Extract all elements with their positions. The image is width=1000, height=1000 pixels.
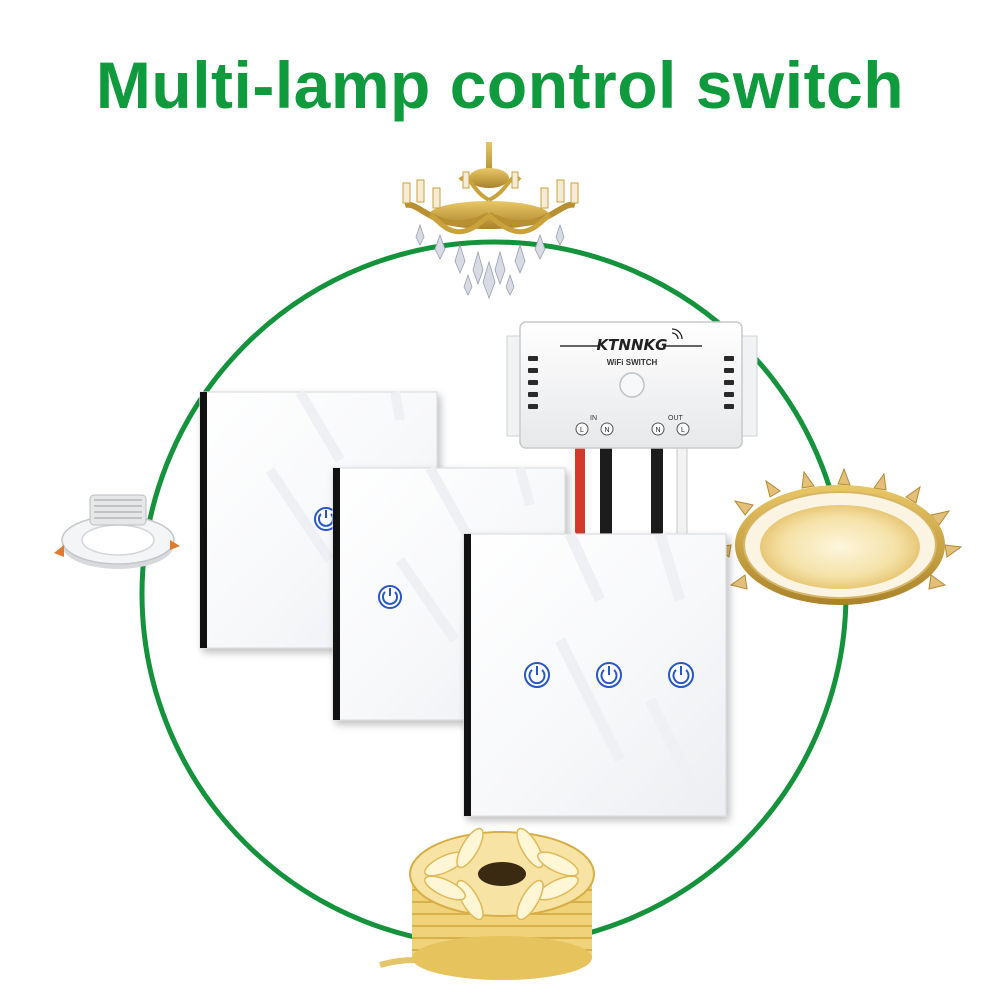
out-label: OUT bbox=[668, 415, 684, 422]
terminal-4: L bbox=[681, 427, 685, 434]
in-label: IN bbox=[590, 415, 597, 422]
panel-3-power-icon-3[interactable] bbox=[668, 662, 694, 688]
terminal-3: N bbox=[655, 427, 660, 434]
page-title: Multi-lamp control switch bbox=[95, 48, 905, 122]
panel-2-power-icon[interactable] bbox=[378, 585, 402, 609]
wifi-module-wires bbox=[575, 447, 688, 535]
module-brand-text: KTNNKG bbox=[597, 336, 668, 354]
module-pair-button[interactable] bbox=[619, 372, 645, 398]
downlight-lamp bbox=[54, 494, 180, 569]
panel-3-power-icon-1[interactable] bbox=[524, 662, 550, 688]
module-subtitle-text: WiFi SWITCH bbox=[607, 358, 658, 367]
led-strip-reel bbox=[379, 827, 595, 980]
panel-3-power-icon-2[interactable] bbox=[596, 662, 622, 688]
wifi-icon bbox=[671, 328, 683, 340]
chandelier-lamp bbox=[402, 142, 579, 300]
terminal-1: L bbox=[580, 427, 584, 434]
terminal-2: N bbox=[604, 427, 609, 434]
ceiling-lamp bbox=[713, 467, 963, 605]
module-terminals: IN OUT L N N L bbox=[575, 415, 690, 436]
